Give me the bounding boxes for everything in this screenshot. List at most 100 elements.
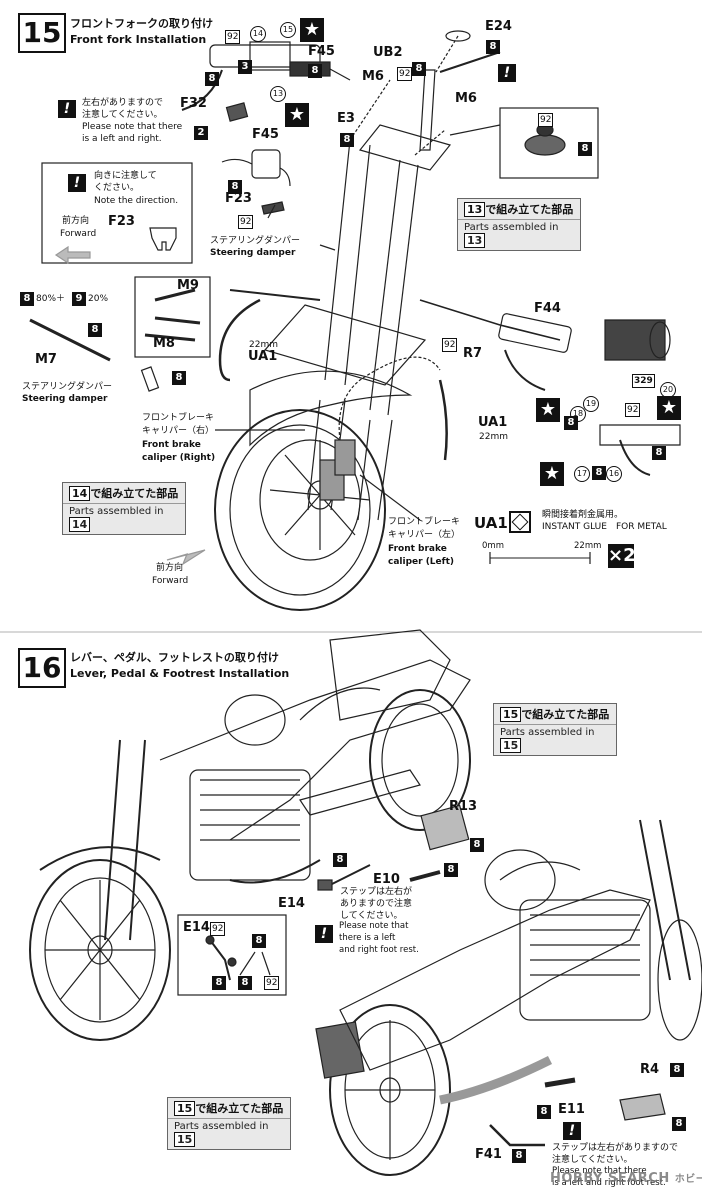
brake-left-en2: caliper (Left) xyxy=(388,557,454,567)
paint-3: 3 xyxy=(238,60,252,74)
paint-14: 14 xyxy=(250,26,266,42)
instant-glue-icon xyxy=(509,511,531,533)
front-fork-drawing xyxy=(229,30,572,521)
paint-8-grip2: 8 xyxy=(652,446,666,460)
note-step2-jp: ステップは左右がありますので xyxy=(552,1143,679,1153)
glue-jp: 瞬間接着剤金属用。 xyxy=(542,510,624,520)
part-label-ua1-a: UA1 xyxy=(248,349,278,364)
paint-17: 17 xyxy=(574,466,590,482)
mm22-label-a: 22mm xyxy=(249,340,278,350)
caution-icon-lr: ! xyxy=(58,100,76,118)
assembled-15a-num2: 15 xyxy=(500,738,522,753)
part-label-r4: R4 xyxy=(640,1062,660,1077)
paint-8-r4: 8 xyxy=(670,1063,684,1077)
paint-92-grip: 92 xyxy=(625,403,641,417)
note-lr-en2: is a left and right. xyxy=(82,134,162,144)
part-label-f23-a: F23 xyxy=(225,191,252,206)
step-number-15: 15 xyxy=(18,13,66,53)
part-label-ua1-b: UA1 xyxy=(478,415,508,430)
paint-92-m6: 92 xyxy=(397,67,413,81)
assembled-13-jp: で組み立てた部品 xyxy=(485,203,574,216)
paint-92-f23: 92 xyxy=(238,215,254,229)
paint-92-m6box: 92 xyxy=(538,113,554,127)
part-label-ua1-c: UA1 xyxy=(474,514,508,532)
scale-22mm: 22mm xyxy=(574,541,602,551)
note-step-en1: Please note that xyxy=(339,921,409,931)
star-mark-3: ★ xyxy=(536,398,560,422)
brake-left-jp1: フロントブレーキ xyxy=(388,517,461,527)
note-step-jp3: してください。 xyxy=(340,911,403,921)
note-step2-en1: Please note that there xyxy=(552,1166,647,1176)
assembled-15a-en: Parts assembled in xyxy=(500,727,595,738)
forward-label-jp: 前方向 xyxy=(62,216,90,226)
paint-8-e14c: 8 xyxy=(238,976,252,990)
paint-8-e14a: 8 xyxy=(252,934,266,948)
note-step-en3: and right foot rest. xyxy=(339,945,419,955)
assembled-15b-en: Parts assembled in xyxy=(174,1121,269,1132)
paint-8-m7: 8 xyxy=(88,323,102,337)
assembled-14-en: Parts assembled in xyxy=(69,506,164,517)
steering-damper2-jp: ステアリングダンパー xyxy=(22,382,113,392)
watermark-jp: ホビーサーチ xyxy=(674,1174,702,1185)
color-mix-text: 80%＋ xyxy=(36,294,66,304)
paint-92-e14b: 92 xyxy=(264,976,280,990)
star-mark-2: ★ xyxy=(285,103,309,127)
paint-8-s16a: 8 xyxy=(333,853,347,867)
star-mark-1: ★ xyxy=(300,18,324,42)
color-mix-text2: 20% xyxy=(88,294,109,304)
note-dir-jp1: 向きに注意して xyxy=(94,171,157,181)
assembled-15b-num2: 15 xyxy=(174,1132,196,1147)
step-number-16: 16 xyxy=(18,648,66,688)
paint-92-r7: 92 xyxy=(442,338,458,352)
note-step2-en2: is a left and right foot rest. xyxy=(552,1178,666,1188)
forward2-label-en: Forward xyxy=(152,576,189,586)
part-label-m6-a: M6 xyxy=(362,69,384,84)
brake-left-jp2: キャリパー（左） xyxy=(388,530,461,540)
paint-8-a: 8 xyxy=(205,72,219,86)
note-step2-jp2: 注意してください。 xyxy=(552,1155,633,1165)
part-label-f45-a: F45 xyxy=(308,44,335,59)
front-wheel-drawing xyxy=(214,409,386,611)
steering-damper-jp: ステアリングダンパー xyxy=(210,236,301,246)
paint-8-b: 8 xyxy=(308,64,322,78)
paint-8-f41: 8 xyxy=(512,1149,526,1163)
part-label-e10: E10 xyxy=(373,872,400,887)
paint-13: 13 xyxy=(270,86,286,102)
paint-9-mix: 9 xyxy=(72,292,86,306)
note-dir-jp2: ください。 xyxy=(94,183,140,193)
assembled-13-en: Parts assembled in xyxy=(464,222,559,233)
brake-right-jp1: フロントブレーキ xyxy=(142,413,215,423)
part-label-m7: M7 xyxy=(35,352,57,367)
paint-8-m8: 8 xyxy=(172,371,186,385)
note-lr-jp1: 左右がありますので xyxy=(82,98,164,108)
steering-damper-en: Steering damper xyxy=(210,248,296,258)
motorcycle-rear-drawing xyxy=(315,819,702,1176)
part-label-f23-b: F23 xyxy=(108,214,135,229)
assembled-14-num2: 14 xyxy=(69,517,91,532)
paint-8-grip3: 8 xyxy=(592,466,606,480)
part-label-m9: M9 xyxy=(177,278,199,293)
part-label-e14-a: E14 xyxy=(278,896,305,911)
part-label-m8: M8 xyxy=(153,336,175,351)
step15-title-jp: フロントフォークの取り付け xyxy=(70,17,213,30)
glue-en: INSTANT GLUE FOR METAL xyxy=(542,522,667,532)
step16-title-jp: レバー、ペダル、フットレストの取り付け xyxy=(70,651,279,664)
caution-icon-ub2: ! xyxy=(498,64,516,82)
caution-icon-step2: ! xyxy=(563,1122,581,1140)
part-label-ub2: UB2 xyxy=(373,45,403,60)
brake-right-en1: Front brake xyxy=(142,440,201,450)
step15-title-en: Front fork Installation xyxy=(70,33,207,46)
paint-8-r4b: 8 xyxy=(672,1117,686,1131)
assembled-15b-num: 15 xyxy=(174,1101,196,1116)
part-label-f44: F44 xyxy=(534,301,561,316)
assembled-15a-num: 15 xyxy=(500,707,522,722)
forward-label-en: Forward xyxy=(60,229,97,239)
brake-right-jp2: キャリパー（右） xyxy=(142,426,215,436)
note-step-en2: there is a left xyxy=(339,933,396,943)
star-mark-5: ★ xyxy=(540,462,564,486)
part-label-e24: E24 xyxy=(485,19,512,34)
assembled-13-num: 13 xyxy=(464,202,486,217)
forward2-label-jp: 前方向 xyxy=(156,563,184,573)
